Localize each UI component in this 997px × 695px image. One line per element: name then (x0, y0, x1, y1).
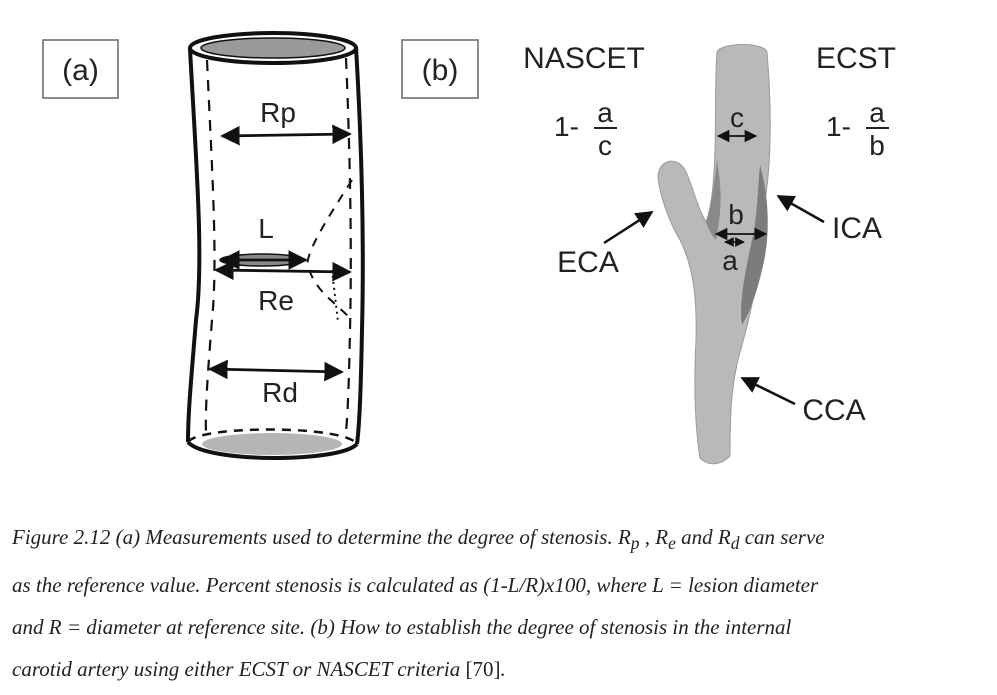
vessel-right-wall (354, 46, 365, 445)
panel-b-label: (b) (422, 54, 459, 87)
rp-label: Rp (260, 97, 296, 128)
stenosis-figure: (a) Rp L Re Rd (b) NASCET ECST (42, 31, 896, 465)
eca-label: ECA (557, 246, 619, 279)
vessel-bottom-back-dashed (186, 428, 359, 445)
rp-arrow (220, 124, 352, 146)
caption-text-4b: . (500, 657, 506, 682)
ecst-formula-denominator: b (869, 130, 885, 161)
caption-text-1c: and R (675, 525, 731, 549)
caption-text-1d: can serve (739, 525, 825, 549)
panel-a-label-box (42, 39, 119, 99)
panel-a: (a) Rp L Re Rd (42, 31, 365, 460)
caption-text-4a: carotid artery using either ECST or NASC… (12, 657, 466, 682)
caption-sub-e: e (668, 533, 676, 554)
panel-a-label: (a) (62, 54, 99, 87)
caption-text-1b: , R (639, 525, 669, 549)
l-label: L (258, 213, 274, 244)
nascet-title: NASCET (523, 42, 645, 75)
nascet-formula-numerator: a (597, 97, 613, 128)
ecst-title: ECST (816, 42, 896, 75)
eca-pointer-arrow (603, 210, 654, 245)
ica-label: ICA (832, 212, 882, 245)
figure-caption: Figure 2.12 (a) Measurements used to det… (12, 516, 987, 690)
vessel-bottom-front (186, 440, 359, 460)
vessel-right-inner-dashed (344, 57, 352, 433)
a-label: a (722, 245, 738, 276)
c-label: c (730, 102, 744, 133)
vessel-top-lumen (200, 37, 346, 59)
panel-b: (b) NASCET ECST 1- a c 1- a b c b a ECA … (401, 39, 896, 465)
re-arrow (214, 260, 352, 282)
nascet-formula-denominator: c (598, 130, 612, 161)
ica-pointer-arrow (776, 194, 825, 224)
caption-line-1: Figure 2.12 (a) Measurements used to det… (12, 516, 987, 564)
rd-label: Rd (262, 377, 298, 408)
vessel-bottom-lumen (202, 433, 342, 455)
caption-line-2: as the reference value. Percent stenosis… (12, 573, 819, 598)
nascet-formula-prefix: 1- (554, 111, 579, 142)
rd-arrow (208, 359, 344, 382)
ecst-formula-numerator: a (869, 97, 885, 128)
panel-b-label-box (401, 39, 479, 99)
caption-line-4: carotid artery using either ECST or NASC… (12, 648, 987, 690)
b-label: b (728, 199, 744, 230)
plaque-profile-dashed (306, 179, 353, 319)
cca-label: CCA (802, 394, 865, 427)
plaque-region-left (706, 160, 721, 240)
re-label: Re (258, 285, 294, 316)
vessel-left-wall (186, 48, 202, 443)
caption-sub-p: p (630, 533, 640, 554)
caption-sub-d: d (730, 533, 740, 554)
vessel-left-inner-dashed (204, 59, 216, 433)
plaque-region-right (741, 165, 768, 325)
plaque-dotted-line (331, 269, 339, 323)
ecst-formula-prefix: 1- (826, 111, 851, 142)
caption-reference: [70] (465, 657, 501, 682)
carotid-artery-shape (657, 44, 771, 465)
caption-line-3: and R = diameter at reference site. (b) … (12, 615, 792, 640)
cca-pointer-arrow (740, 376, 796, 406)
caption-text-1a: Figure 2.12 (a) Measurements used to det… (12, 525, 631, 549)
